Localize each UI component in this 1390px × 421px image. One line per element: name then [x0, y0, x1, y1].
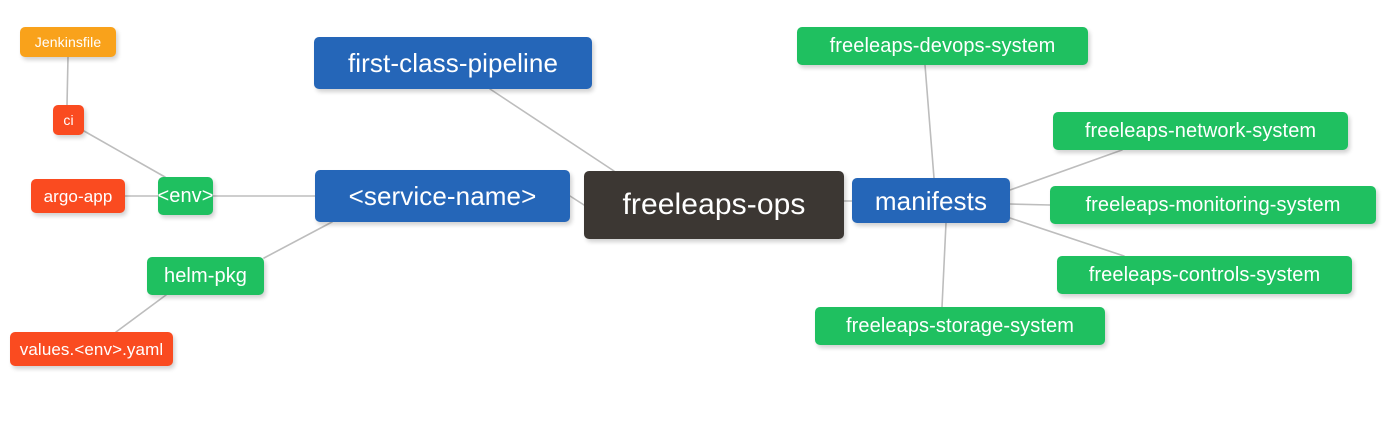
node-freeleaps-monitoring-system[interactable]: freeleaps-monitoring-system: [1050, 186, 1376, 224]
node-label-freeleaps-controls-system: freeleaps-controls-system: [1088, 264, 1321, 286]
node-values-env-yaml[interactable]: values.<env>.yaml: [10, 332, 173, 366]
node-label-freeleaps-storage-system: freeleaps-storage-system: [845, 315, 1075, 337]
edge-service-name-to-freeleaps-ops: [569, 195, 585, 206]
edge-manifests-to-freeleaps-devops-system: [924, 64, 935, 179]
node-argo-app[interactable]: argo-app: [31, 179, 125, 213]
node-label-ci: ci: [63, 112, 74, 128]
edge-ci-to-env: [83, 130, 166, 178]
edge-manifests-to-freeleaps-storage-system: [941, 222, 947, 308]
node-freeleaps-ops[interactable]: freeleaps-ops: [584, 171, 844, 239]
node-label-freeleaps-network-system: freeleaps-network-system: [1084, 120, 1317, 142]
edge-first-class-pipeline-to-freeleaps-ops: [489, 88, 615, 172]
node-label-freeleaps-monitoring-system: freeleaps-monitoring-system: [1085, 194, 1341, 216]
edge-service-name-to-helm-pkg: [263, 221, 333, 259]
node-freeleaps-network-system[interactable]: freeleaps-network-system: [1053, 112, 1348, 150]
node-helm-pkg[interactable]: helm-pkg: [147, 257, 264, 295]
edge-manifests-to-freeleaps-monitoring-system: [1009, 203, 1051, 206]
node-label-helm-pkg: helm-pkg: [163, 265, 248, 287]
edge-jenkinsfile-to-ci: [66, 56, 69, 106]
node-label-freeleaps-ops: freeleaps-ops: [622, 188, 806, 221]
node-service-name[interactable]: <service-name>: [315, 170, 570, 222]
edge-helm-pkg-to-values-env-yaml: [115, 294, 167, 333]
node-freeleaps-storage-system[interactable]: freeleaps-storage-system: [815, 307, 1105, 345]
node-first-class-pipeline[interactable]: first-class-pipeline: [314, 37, 592, 89]
node-env[interactable]: <env>: [157, 177, 214, 215]
node-label-manifests: manifests: [874, 185, 988, 216]
edge-manifests-to-freeleaps-network-system: [1009, 149, 1123, 191]
node-label-env: <env>: [157, 185, 214, 207]
node-label-first-class-pipeline: first-class-pipeline: [347, 48, 559, 78]
node-label-freeleaps-devops-system: freeleaps-devops-system: [829, 35, 1056, 57]
node-jenkinsfile[interactable]: Jenkinsfile: [20, 27, 116, 57]
node-freeleaps-controls-system[interactable]: freeleaps-controls-system: [1057, 256, 1352, 294]
node-label-argo-app: argo-app: [43, 186, 113, 206]
node-manifests[interactable]: manifests: [852, 178, 1010, 223]
node-freeleaps-devops-system[interactable]: freeleaps-devops-system: [797, 27, 1088, 65]
node-label-service-name: <service-name>: [348, 181, 537, 211]
node-ci[interactable]: ci: [53, 105, 84, 135]
node-label-jenkinsfile: Jenkinsfile: [34, 34, 102, 50]
node-label-values-env-yaml: values.<env>.yaml: [19, 339, 164, 359]
